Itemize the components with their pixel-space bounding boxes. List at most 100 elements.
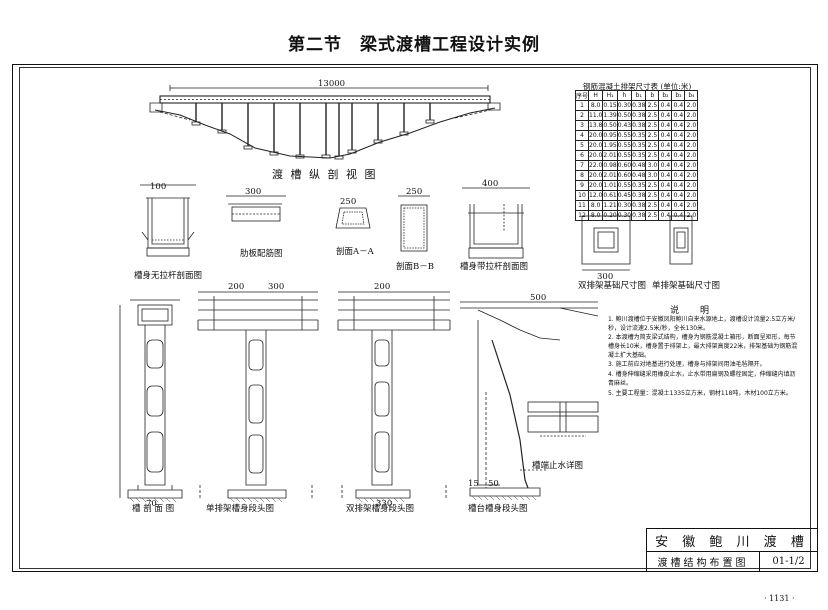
table-header-cell: h [616,90,633,101]
note-item: 1. 鲍川渡槽位于安徽凤阳鲍川自来水源地上，渡槽设计流量2.5立方米/秒，设计流… [608,316,796,332]
table-cell: 0.50 [616,110,633,121]
table-cell: 0.4 [658,190,673,201]
table-cell: 20.0 [587,180,604,191]
table-cell: 0.38 [631,200,647,211]
label-end-view: 槽身无拉杆剖面图 [134,271,203,281]
table-cell: 2.0 [684,210,699,221]
page-title: 第二节 梁式渡槽工程设计实例 [288,35,540,55]
dim-abutment-top: 500 [530,293,547,303]
table-cell: 2.5 [645,180,660,191]
dim-double-pier-top: 200 [374,282,391,292]
table-cell: 0.35 [631,180,647,191]
table-cell: 0.55 [616,130,633,141]
table-cell: 0.4 [658,110,673,121]
title-block-number: 01-1/2 [772,555,805,567]
dim-abutment-base: 50 [488,479,499,489]
table-cell: 0.4 [658,100,673,111]
table-header-cell: H [587,90,604,101]
table-cell: 5 [575,140,589,151]
table-cell: 0.43 [616,120,633,131]
table-header-cell: b₁ [631,90,647,101]
dim-tie-width: 400 [482,179,499,189]
table-cell: 0.30 [616,100,633,111]
table-cell: 2.5 [645,210,660,221]
table-header-cell: b₄ [684,90,699,101]
label-single-pier: 单排架槽身段头图 [206,504,275,514]
label-section-bb: 剖面B－B [396,262,434,272]
dim-rib-width: 300 [245,187,262,197]
table-cell: 2.01 [602,150,618,161]
table-cell: 0.4 [658,180,673,191]
dim-total-length: 13000 [318,79,346,89]
table-cell: 0.60 [616,170,633,181]
note-item: 4. 槽身伸缩缝采用橡皮止水，止水带用扁钢及螺栓固定，伸缩缝内填沥青麻丝。 [608,371,796,387]
section-a-a-view [335,207,371,229]
table-cell: 3 [575,120,589,131]
table-cell: 0.4 [671,190,686,201]
table-cell: 0.4 [671,200,686,211]
table-cell: 0.35 [631,130,647,141]
title-block-project: 安 徽 鲍 川 渡 槽 [647,529,817,552]
dim-abutment-base-2: 15 [468,479,479,489]
table-cell: 0.4 [671,110,686,121]
drawing-frame [12,64,818,572]
table-cell: 0.60 [616,160,633,171]
table-cell: 2.5 [645,100,660,111]
table-cell: 0.4 [658,120,673,131]
table-header-cell: b₃ [671,90,686,101]
table-cell: 0.4 [658,200,673,211]
notes-title: 说 明 [670,306,716,316]
double-footing-view [581,215,631,271]
title-block-drawing: 渡槽结构布置图 [647,551,760,571]
label-abutment: 槽台槽身段头图 [468,504,528,514]
label-section-aa: 剖面A－A [336,247,374,257]
label-pier-section: 槽 剖 面 图 [132,504,175,514]
label-double-pier: 双排架槽身段头图 [346,504,415,514]
table-cell: 0.38 [631,120,647,131]
table-cell: 20.0 [587,140,604,151]
table-cell: 8.0 [587,100,604,111]
table-cell: 2.5 [645,110,660,121]
table-cell: 9 [575,180,589,191]
waterstop-view [527,401,599,437]
table-cell: 1.01 [602,180,618,191]
label-waterstop: 槽端止水详图 [532,461,584,471]
label-longitudinal-view: 渡 槽 纵 剖 视 图 [272,168,378,181]
table-cell: 0.38 [631,190,647,201]
table-cell: 11.0 [587,110,604,121]
table-cell: 0.4 [658,140,673,151]
table-cell: 0.38 [631,110,647,121]
table-cell: 2.0 [684,180,699,191]
table-cell: 0.4 [671,160,686,171]
table-cell: 0.45 [616,190,633,201]
table-cell: 12.0 [587,190,604,201]
dim-double-base: 330 [376,499,393,509]
table-cell: 2.0 [684,110,699,121]
table-cell: 0.30 [616,210,633,221]
table-cell: 3.0 [645,160,660,171]
table-cell: 1.39 [602,110,618,121]
single-footing-view [669,215,693,265]
table-cell: 10 [575,190,589,201]
table-cell: 2.01 [602,170,618,181]
table-cell: 2.0 [684,170,699,181]
table-cell: 0.4 [658,160,673,171]
table-cell: 2.5 [645,200,660,211]
table-header-cell: 序号 [575,90,589,101]
table-cell: 1.21 [602,200,618,211]
table-cell: 2.0 [684,150,699,161]
dim-single-pier-top: 200 [228,282,245,292]
table-cell: 4 [575,130,589,141]
table-cell: 0.30 [616,200,633,211]
table-cell: 2.0 [684,160,699,171]
drawing-inner-frame [19,67,811,569]
